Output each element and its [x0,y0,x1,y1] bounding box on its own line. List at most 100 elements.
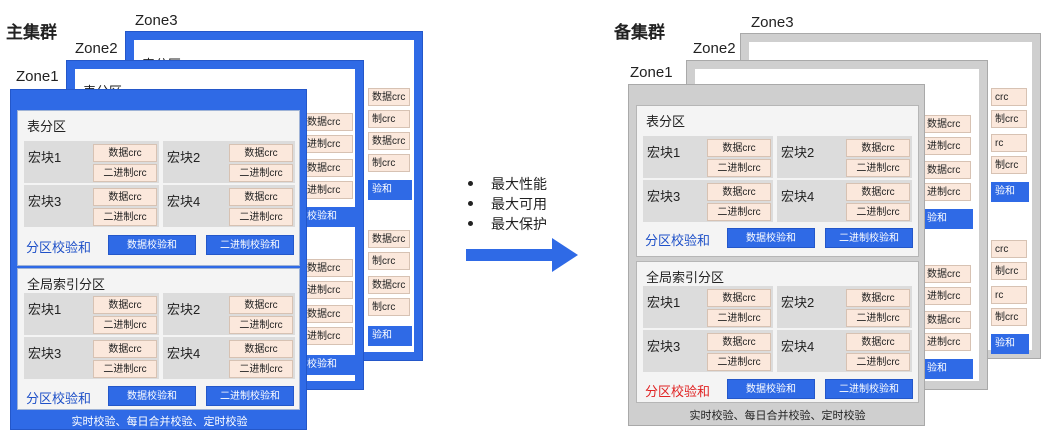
primary-zone2-crc-h: 进制crc [303,327,353,345]
standby-footer-text: 实时校验、每日合并校验、定时校验 [689,410,866,422]
benefits-list: 最大性能 最大可用 最大保护 [468,174,547,234]
macro-block-label: 宏块4 [167,346,201,361]
standby-zone1-card: 表分区 宏块1 数据crc 二进制crc 宏块2 数据crc 二进制crc 宏块… [628,84,925,426]
primary-zone2-label: Zone2 [75,40,118,57]
standby-gi-macro-block-3: 宏块3 数据crc 二进制crc [643,330,773,372]
standby-zone3-crc-g: rc [991,286,1027,304]
primary-zone2-crc-g: 数据crc [303,305,353,323]
primary-zone2-crc-b: 进制crc [303,135,353,153]
primary-global-index-title: 全局索引分区 [27,277,106,292]
macro-block-label: 宏块4 [781,189,815,204]
benefit-item: 最大可用 [468,194,547,214]
partition-checksum-label: 分区校验和 [26,240,92,255]
data-crc-cell: 数据crc [93,340,157,358]
primary-table-partition-panel: 表分区 宏块1 数据crc 二进制crc 宏块2 数据crc 二进制crc 宏块… [17,110,300,266]
partition-checksum-label: 分区校验和 [645,233,711,248]
data-checksum-box: 数据校验和 [108,386,196,406]
primary-zone2-crc-f: 进制crc [303,281,353,299]
data-crc-cell: 数据crc [93,144,157,162]
primary-cluster-title: 主集群 [6,23,57,42]
macro-block-label: 宏块3 [647,189,681,204]
primary-zone3-crc-f: 制crc [368,252,410,270]
data-checksum-box: 数据校验和 [727,379,815,399]
macro-block-label: 宏块2 [167,150,201,165]
data-crc-cell: 数据crc [846,333,910,351]
primary-zone2-checksum-a: 校验和 [303,207,355,227]
standby-zone3-crc-f: 制crc [991,262,1027,280]
data-crc-cell: 数据crc [229,188,293,206]
primary-tp-macro-block-3: 宏块3 数据crc 二进制crc [24,185,159,227]
macro-block-label: 宏块3 [647,339,681,354]
binary-crc-cell: 二进制crc [846,309,910,327]
binary-crc-cell: 二进制crc [229,208,293,226]
binary-checksum-box: 二进制校验和 [206,386,294,406]
standby-cluster-title: 备集群 [614,23,665,42]
standby-tp-macro-block-1: 宏块1 数据crc 二进制crc [643,136,773,178]
primary-zone3-crc-b: 制crc [368,110,410,128]
macro-block-label: 宏块3 [28,194,62,209]
standby-zone2-crc-b: 进制crc [923,137,971,155]
benefit-item: 最大保护 [468,214,547,234]
data-crc-cell: 数据crc [707,289,771,307]
macro-block-label: 宏块2 [167,302,201,317]
primary-zone3-crc-d: 制crc [368,154,410,172]
standby-zone3-crc-e: crc [991,240,1027,258]
data-crc-cell: 数据crc [707,139,771,157]
data-crc-cell: 数据crc [229,296,293,314]
standby-zone3-crc-c: rc [991,134,1027,152]
binary-crc-cell: 二进制crc [846,353,910,371]
primary-zone3-checksum-b: 验和 [368,326,412,346]
standby-zone3-checksum-a: 验和 [991,182,1029,202]
macro-block-label: 宏块1 [647,295,681,310]
primary-gi-macro-block-1: 宏块1 数据crc 二进制crc [24,293,159,335]
standby-gi-macro-block-4: 宏块4 数据crc 二进制crc [777,330,912,372]
standby-tp-macro-block-4: 宏块4 数据crc 二进制crc [777,180,912,222]
standby-zone2-checksum-a: 验和 [923,209,973,229]
binary-checksum-box: 二进制校验和 [825,228,913,248]
primary-zone2-crc-d: 进制crc [303,181,353,199]
standby-zone1-label: Zone1 [630,64,673,81]
macro-block-label: 宏块4 [167,194,201,209]
binary-crc-cell: 二进制crc [93,208,157,226]
primary-zone3-crc-a: 数据crc [368,88,410,106]
standby-zone3-checksum-b: 验和 [991,334,1029,354]
partition-checksum-label-alert: 分区校验和 [645,384,711,399]
macro-block-label: 宏块2 [781,145,815,160]
standby-zone2-crc-f: 进制crc [923,287,971,305]
data-crc-cell: 数据crc [846,289,910,307]
standby-table-partition-title: 表分区 [646,114,686,129]
standby-global-index-title: 全局索引分区 [646,270,725,285]
binary-crc-cell: 二进制crc [229,360,293,378]
binary-crc-cell: 二进制crc [846,203,910,221]
primary-zone3-crc-e: 数据crc [368,230,410,248]
standby-tp-macro-block-2: 宏块2 数据crc 二进制crc [777,136,912,178]
standby-zone2-crc-c: 数据crc [923,161,971,179]
binary-crc-cell: 二进制crc [707,159,771,177]
standby-zone3-label: Zone3 [751,14,794,31]
standby-tp-macro-block-3: 宏块3 数据crc 二进制crc [643,180,773,222]
data-checksum-box: 数据校验和 [108,235,196,255]
binary-crc-cell: 二进制crc [229,316,293,334]
standby-table-partition-panel: 表分区 宏块1 数据crc 二进制crc 宏块2 数据crc 二进制crc 宏块… [636,105,919,257]
data-checksum-box: 数据校验和 [727,228,815,248]
macro-block-label: 宏块1 [28,302,62,317]
primary-gi-macro-block-2: 宏块2 数据crc 二进制crc [163,293,295,335]
primary-zone3-checksum-a: 验和 [368,180,412,200]
data-crc-cell: 数据crc [707,183,771,201]
binary-crc-cell: 二进制crc [93,316,157,334]
partition-checksum-label: 分区校验和 [26,391,92,406]
standby-gi-macro-block-2: 宏块2 数据crc 二进制crc [777,286,912,328]
macro-block-label: 宏块1 [647,145,681,160]
binary-checksum-box: 二进制校验和 [206,235,294,255]
sync-arrow-icon [466,238,578,272]
primary-table-partition-title: 表分区 [27,119,67,134]
standby-global-index-panel: 全局索引分区 宏块1 数据crc 二进制crc 宏块2 数据crc 二进制crc… [636,261,919,403]
primary-zone2-crc-e: 数据crc [303,259,353,277]
primary-zone1-label: Zone1 [16,68,59,85]
primary-zone3-label: Zone3 [135,12,178,29]
standby-zone2-crc-d: 进制crc [923,183,971,201]
primary-tp-macro-block-2: 宏块2 数据crc 二进制crc [163,141,295,183]
binary-crc-cell: 二进制crc [93,360,157,378]
primary-global-index-panel: 全局索引分区 宏块1 数据crc 二进制crc 宏块2 数据crc 二进制crc… [17,268,300,410]
benefit-item: 最大性能 [468,174,547,194]
